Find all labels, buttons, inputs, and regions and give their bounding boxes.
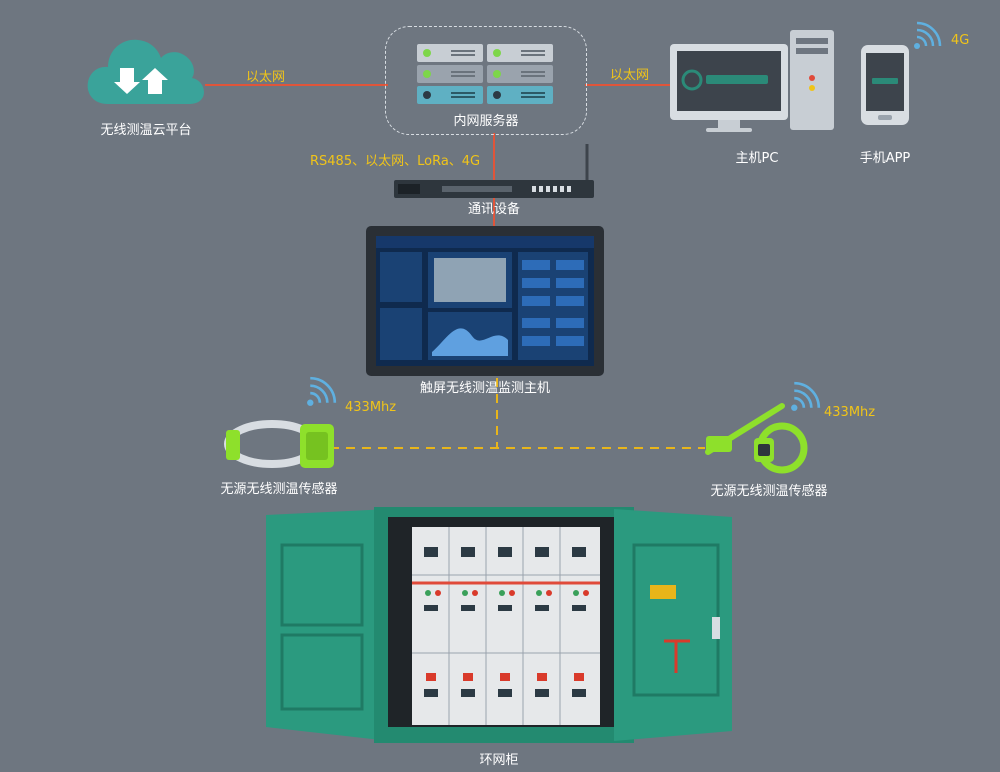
cloud-icon [87, 39, 204, 104]
strap-sensor-icon-right [705, 403, 808, 474]
ring-main-unit-cabinet-icon [266, 507, 732, 743]
touchscreen-host-label: 触屏无线测温监测主机 [419, 381, 550, 396]
ring-sensor-icon-left [224, 420, 334, 468]
sensor-right-freq-label: 433Mhz [824, 405, 876, 420]
phone-app-label: 手机APP [859, 151, 911, 166]
sensor-left-freq-label: 433Mhz [345, 400, 397, 415]
server-label: 内网服务器 [453, 114, 519, 129]
sensor-right-label: 无源无线测温传感器 [710, 484, 828, 499]
sensor-left-label: 无源无线测温传感器 [220, 482, 338, 497]
cloud-platform-label: 无线测温云平台 [100, 123, 192, 138]
ethernet-label-left: 以太网 [246, 70, 286, 85]
desktop-pc-icon [670, 30, 834, 132]
server-group-box [385, 26, 587, 135]
wifi-signal-icon-sensor-right [791, 381, 821, 411]
server-rack-icon [417, 44, 553, 104]
wifi-signal-icon-phone [914, 21, 942, 49]
cabinet-label: 环网柜 [479, 753, 519, 768]
wifi-signal-icon-sensor-left [307, 376, 337, 406]
pc-label: 主机PC [735, 151, 779, 166]
communication-device-label: 通讯设备 [467, 202, 520, 217]
protocol-label: RS485、以太网、LoRa、4G [310, 154, 481, 169]
touchscreen-host-icon [366, 226, 604, 376]
phone-4g-label: 4G [951, 33, 970, 48]
communication-device-icon [394, 144, 594, 198]
smartphone-icon [861, 45, 909, 125]
ethernet-label-right: 以太网 [610, 68, 650, 83]
